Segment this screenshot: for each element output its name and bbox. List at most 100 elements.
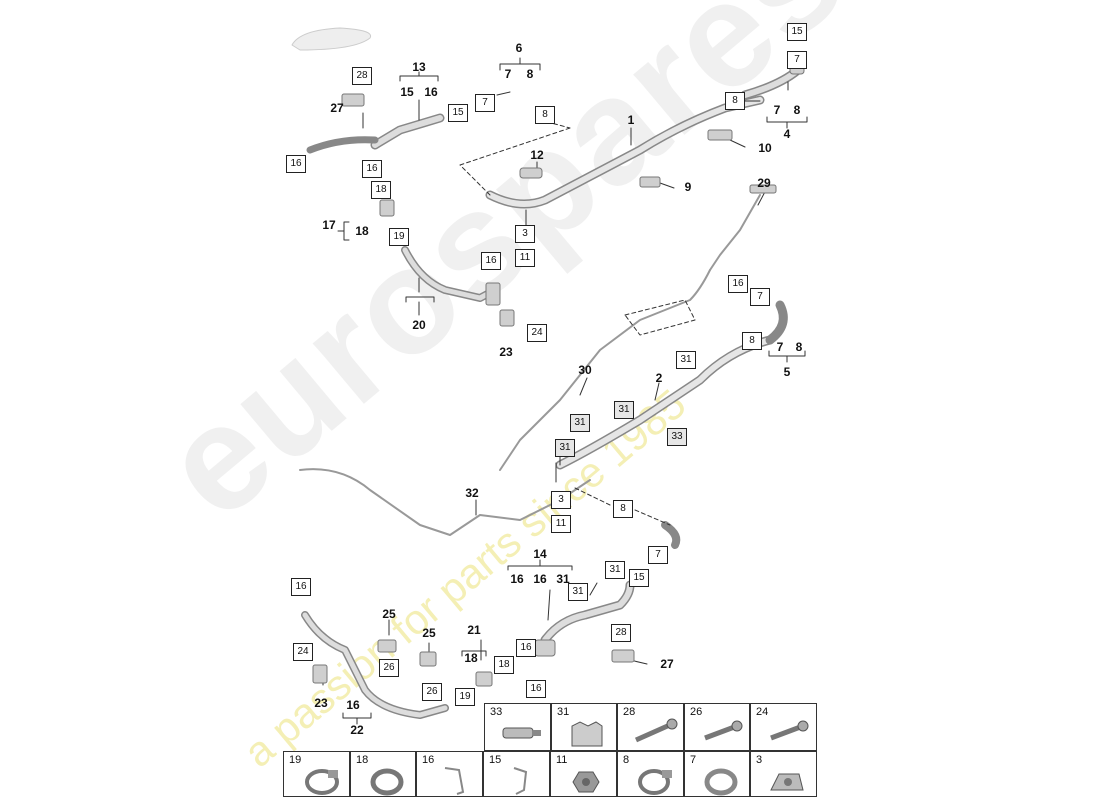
legend-cell: 16	[416, 751, 483, 797]
callout: 16	[510, 572, 524, 586]
legend-cell: 33	[484, 703, 551, 751]
callout: 7	[504, 67, 512, 81]
callout: 10	[758, 141, 772, 155]
ref-box: 8	[725, 92, 745, 110]
legend-cell: 26	[684, 703, 750, 751]
callout: 18	[355, 224, 369, 238]
legend-number: 3	[756, 754, 763, 766]
legend-number: 33	[490, 706, 503, 718]
ref-box: 8	[535, 106, 555, 124]
callout: 30	[578, 363, 592, 377]
bolt-icon	[634, 718, 678, 743]
ref-box: 11	[515, 249, 535, 267]
callout: 27	[660, 657, 674, 671]
callout: 7	[776, 340, 784, 354]
ref-box: 8	[742, 332, 762, 350]
spring-clip-icon	[444, 767, 465, 795]
ref-box: 8	[613, 500, 633, 518]
seal-ring-icon	[370, 768, 404, 796]
ref-box: 31	[676, 351, 696, 369]
ref-box: 7	[787, 51, 807, 69]
legend-number: 28	[623, 706, 636, 718]
legend-number: 24	[756, 706, 769, 718]
legend-number: 31	[557, 706, 570, 718]
legend-cell: 24	[750, 703, 817, 751]
callout: 6	[515, 41, 523, 55]
legend-number: 18	[356, 754, 369, 766]
legend-cell: 3	[750, 751, 817, 797]
ref-box: 31	[570, 414, 590, 432]
seal-ring-icon	[704, 768, 738, 796]
ref-box: 15	[787, 23, 807, 41]
ref-box: 28	[611, 624, 631, 642]
ref-box: 7	[750, 288, 770, 306]
ref-box: 16	[728, 275, 748, 293]
holder-icon	[571, 721, 603, 747]
callout: 22	[350, 723, 364, 737]
ref-box: 26	[422, 683, 442, 701]
ref-box: 26	[379, 659, 399, 677]
legend-number: 26	[690, 706, 703, 718]
callout: 8	[795, 340, 803, 354]
legend-cell: 7	[684, 751, 750, 797]
callout: 18	[464, 651, 478, 665]
callout: 32	[465, 486, 479, 500]
hose-clamp-icon	[638, 769, 672, 795]
ref-box: 16	[526, 680, 546, 698]
callout: 13	[412, 60, 426, 74]
ref-box: 31	[555, 439, 575, 457]
bolt-icon	[770, 720, 809, 741]
callout: 23	[499, 345, 513, 359]
legend-cell: 18	[350, 751, 416, 797]
ref-box: 7	[475, 94, 495, 112]
legend-cell: 15	[483, 751, 550, 797]
spring-clip-icon	[513, 767, 528, 795]
callout: 17	[322, 218, 336, 232]
sensor-icon	[502, 727, 541, 739]
legend-cell: 19	[283, 751, 350, 797]
legend-number: 15	[489, 754, 502, 766]
callout: 15	[400, 85, 414, 99]
legend-number: 16	[422, 754, 435, 766]
ref-box: 16	[481, 252, 501, 270]
callout: 25	[382, 607, 396, 621]
ref-box: 7	[648, 546, 668, 564]
hose-clamp-icon	[305, 769, 339, 795]
legend-cell: 31	[551, 703, 617, 751]
nut-icon	[572, 771, 600, 793]
callout: 14	[533, 547, 547, 561]
legend-number: 8	[623, 754, 630, 766]
ref-box: 3	[551, 491, 571, 509]
callout: 20	[412, 318, 426, 332]
ref-box: 24	[527, 324, 547, 342]
callout: 2	[655, 371, 663, 385]
bolt-icon	[704, 720, 743, 741]
callout: 16	[346, 698, 360, 712]
ref-box: 16	[362, 160, 382, 178]
legend-number: 19	[289, 754, 302, 766]
ref-box: 31	[614, 401, 634, 419]
ref-box: 3	[515, 225, 535, 243]
ref-box: 19	[455, 688, 475, 706]
callout: 5	[783, 365, 791, 379]
ref-box: 18	[494, 656, 514, 674]
ref-box: 16	[516, 639, 536, 657]
ref-box: 33	[667, 428, 687, 446]
legend-cell: 8	[617, 751, 684, 797]
ref-box: 18	[371, 181, 391, 199]
ref-box: 16	[291, 578, 311, 596]
legend-number: 7	[690, 754, 697, 766]
ref-box: 15	[629, 569, 649, 587]
ref-box: 16	[286, 155, 306, 173]
callout: 25	[422, 626, 436, 640]
callout: 27	[330, 101, 344, 115]
legend-cell: 11	[550, 751, 617, 797]
callout: 16	[533, 572, 547, 586]
legend-cell: 28	[617, 703, 684, 751]
callout: 1	[627, 113, 635, 127]
callout: 29	[757, 176, 771, 190]
callout: 21	[467, 623, 481, 637]
callout: 4	[783, 127, 791, 141]
ref-box: 15	[448, 104, 468, 122]
ref-box: 28	[352, 67, 372, 85]
